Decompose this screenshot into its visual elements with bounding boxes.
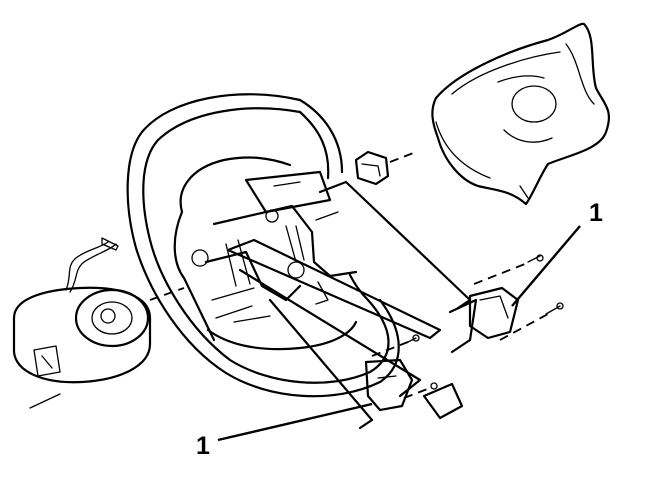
callout-leader-line <box>511 225 581 307</box>
coil-alignment-line <box>149 287 185 301</box>
screw-icon <box>536 254 544 262</box>
screw-icon <box>556 302 564 310</box>
screw-icon <box>412 334 420 342</box>
airbag-emblem-icon <box>511 85 557 123</box>
coil-center-icon <box>100 308 116 324</box>
nut-alignment-line <box>389 151 417 163</box>
screw-icon <box>430 382 438 390</box>
steering-wheel-rim <box>126 93 400 398</box>
steering-wheel-hub <box>173 170 358 342</box>
mounting-bracket-frame <box>226 180 478 430</box>
airbag-module <box>431 22 611 206</box>
callout-number-label: 1 <box>589 199 603 227</box>
callout-number-label: 1 <box>196 432 210 460</box>
hub-screw-icon <box>191 249 209 267</box>
hub-nut-icon <box>287 261 305 279</box>
right-clip-assembly <box>468 254 564 341</box>
clock-spring-coil <box>12 237 152 409</box>
lower-trim-block <box>422 382 464 420</box>
coil-connector-icon <box>33 345 61 377</box>
lower-clip-assembly <box>364 334 464 420</box>
center-nut <box>354 150 390 186</box>
callout-leader-line <box>217 402 373 442</box>
